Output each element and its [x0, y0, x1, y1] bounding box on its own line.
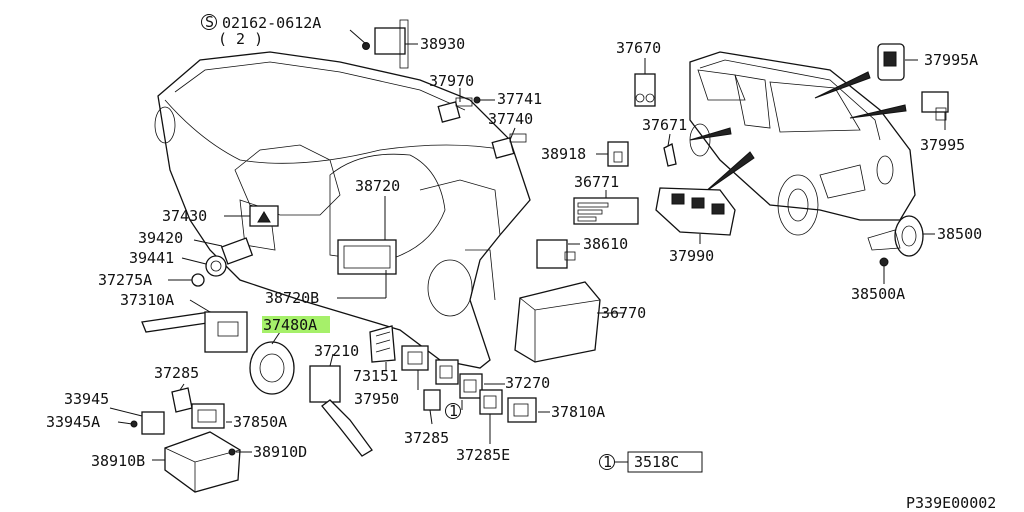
label-38910B: 38910B: [91, 452, 145, 470]
label-38720: 38720: [355, 177, 400, 195]
label-37310A: 37310A: [120, 291, 174, 309]
label-38500: 38500: [937, 225, 982, 243]
legend-box: 1 3518C: [599, 451, 703, 473]
label-02162-qty: ( 2 ): [218, 30, 263, 48]
label-37990: 37990: [669, 247, 714, 265]
label-38610: 38610: [583, 235, 628, 253]
label-37270: 37270: [505, 374, 550, 392]
label-38918: 38918: [541, 145, 586, 163]
screw-symbol: S: [201, 13, 217, 31]
label-33945: 33945: [64, 390, 109, 408]
diagram-code: P339E00002: [906, 494, 996, 512]
label-37430: 37430: [162, 207, 207, 225]
part-labels: S 02162-0612A ( 2 ) 38930 37970 37741 37…: [46, 13, 996, 512]
label-73151: 73151: [353, 367, 398, 385]
label-37995: 37995: [920, 136, 965, 154]
label-37285-left: 37285: [154, 364, 199, 382]
legend-marker-1: 1: [603, 453, 612, 471]
reference-marker-1-text: 1: [449, 402, 458, 420]
highlight-37480A: [262, 316, 330, 333]
label-39420: 39420: [138, 229, 183, 247]
label-37810A: 37810A: [551, 403, 605, 421]
label-37285E: 37285E: [456, 446, 510, 464]
label-38910D: 38910D: [253, 443, 307, 461]
label-38720B: 38720B: [265, 289, 319, 307]
label-38500A: 38500A: [851, 285, 905, 303]
label-37850A: 37850A: [233, 413, 287, 431]
label-37671: 37671: [642, 116, 687, 134]
label-33945A: 33945A: [46, 413, 100, 431]
screw-symbol-letter: S: [205, 13, 214, 31]
label-02162-0612A: 02162-0612A: [222, 14, 321, 32]
label-37275A: 37275A: [98, 271, 152, 289]
label-37740: 37740: [488, 110, 533, 128]
label-37480A: 37480A: [263, 316, 317, 334]
components: [130, 19, 949, 493]
label-37285-center: 37285: [404, 429, 449, 447]
vehicle-illustration: [689, 51, 916, 236]
label-37210: 37210: [314, 342, 359, 360]
label-39441: 39441: [129, 249, 174, 267]
label-37741: 37741: [497, 90, 542, 108]
label-37950: 37950: [354, 390, 399, 408]
label-37995A: 37995A: [924, 51, 978, 69]
leader-lines: [109, 29, 946, 461]
legend-part-3518C: 3518C: [634, 453, 679, 471]
label-37670: 37670: [616, 39, 661, 57]
label-37970: 37970: [429, 72, 474, 90]
label-36770: 36770: [601, 304, 646, 322]
reference-marker-1: 1: [445, 402, 461, 420]
label-36771: 36771: [574, 173, 619, 191]
label-38930: 38930: [420, 35, 465, 53]
